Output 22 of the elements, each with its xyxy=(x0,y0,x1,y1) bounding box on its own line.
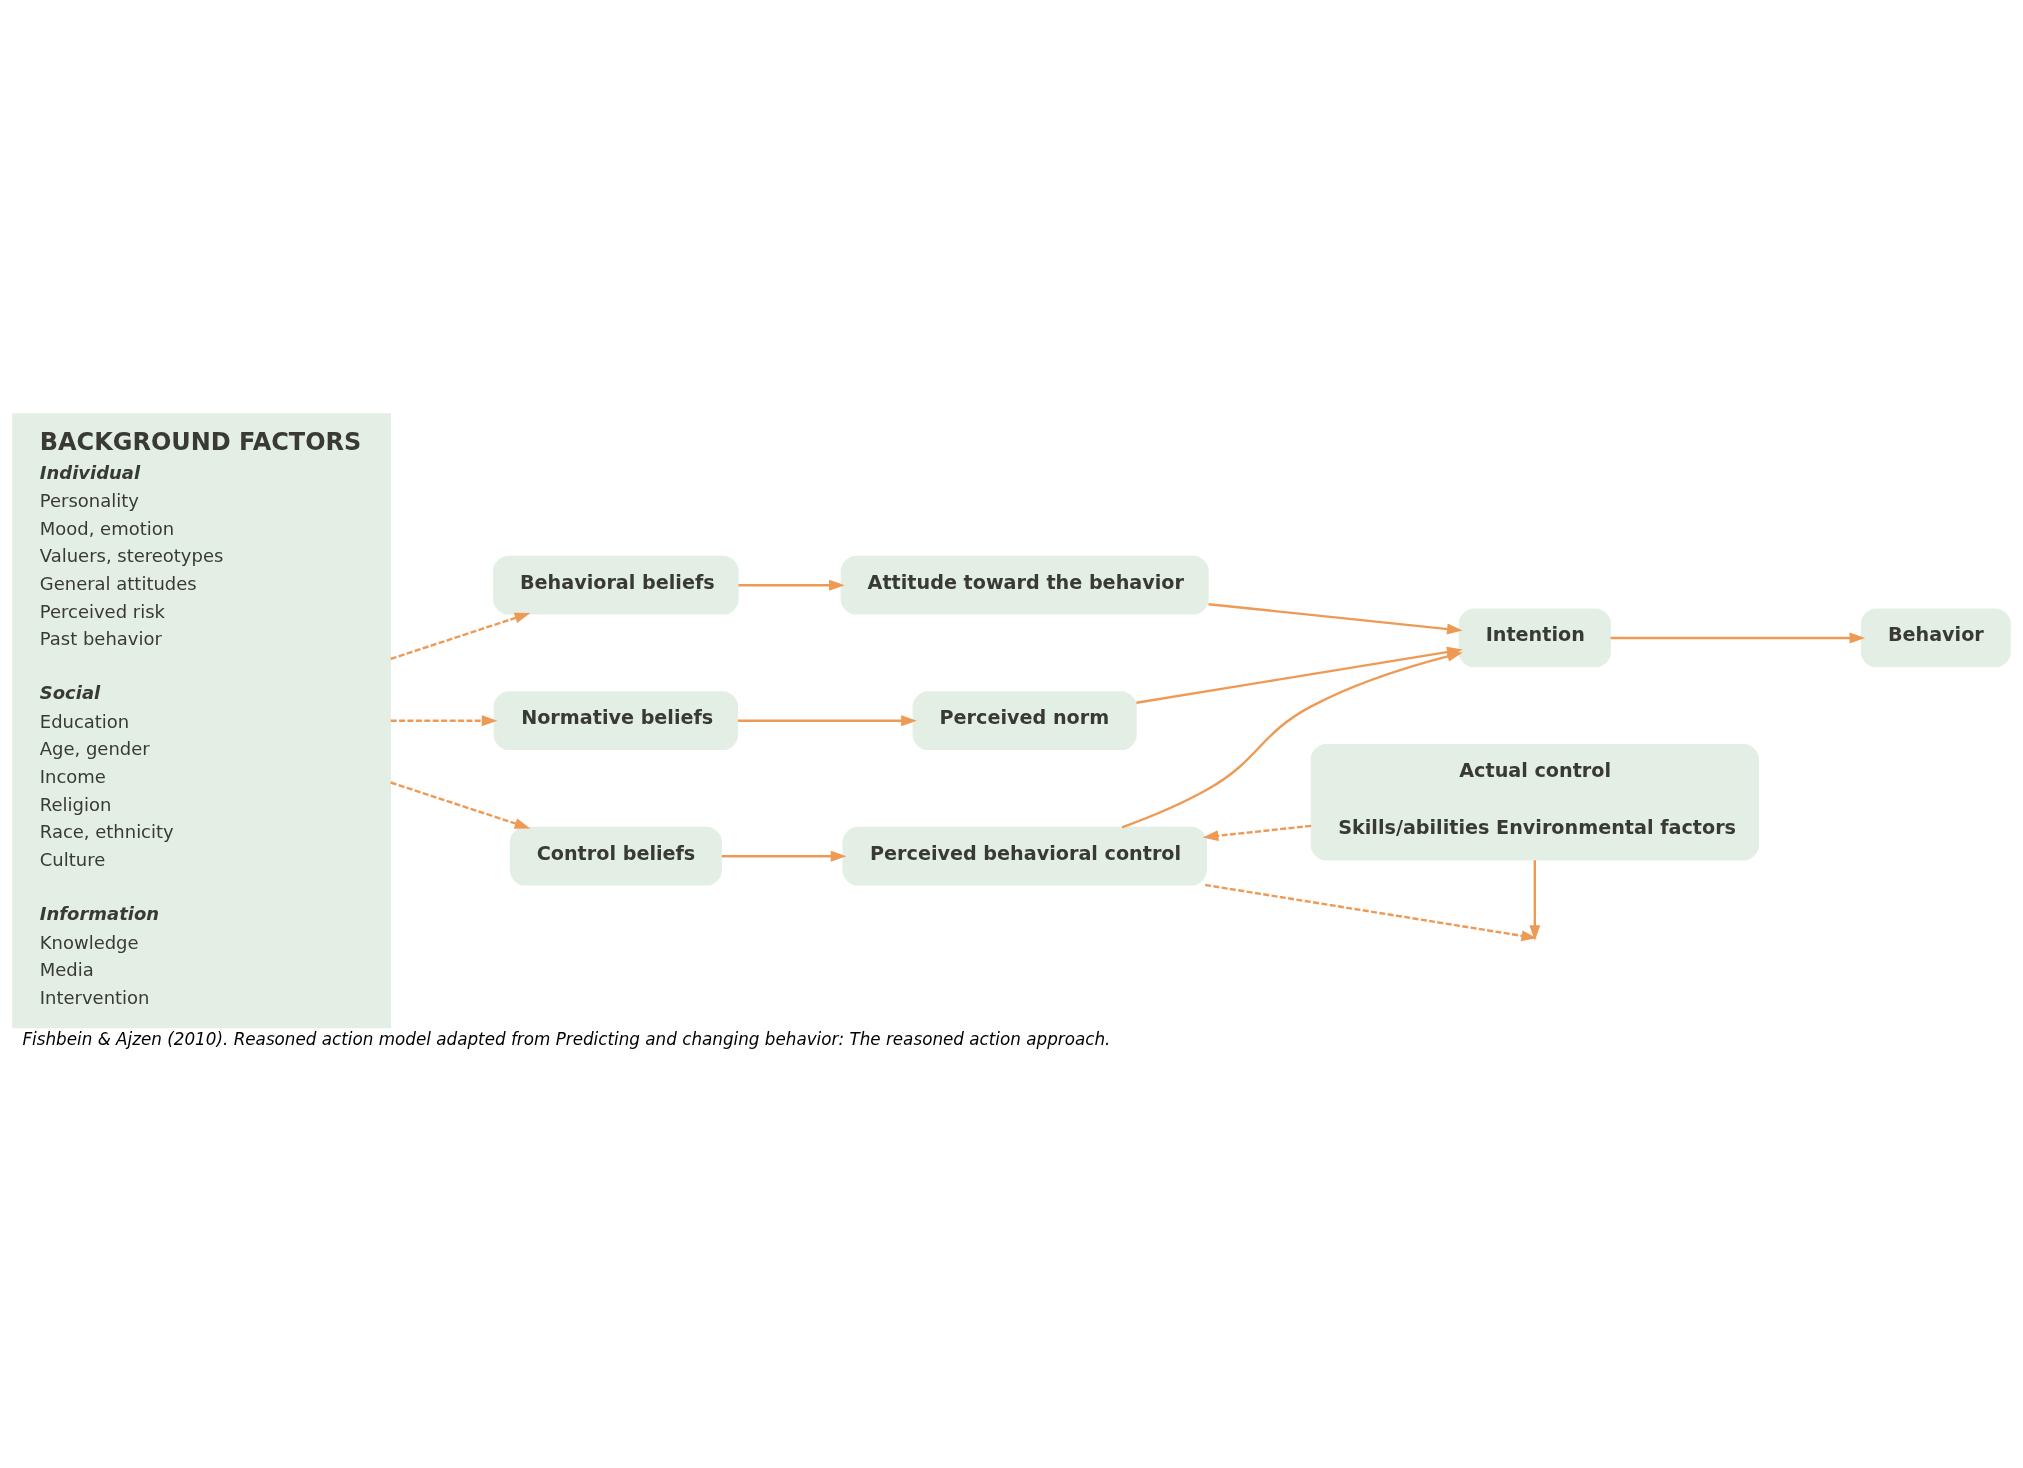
arrow xyxy=(1520,859,1541,941)
arrow xyxy=(737,714,917,726)
node-box: Attitude toward the behavior xyxy=(840,555,1209,615)
node-box: Actual control Skills/abilities Environmental factors xyxy=(1310,743,1759,860)
arrow xyxy=(1202,824,1312,841)
arrow xyxy=(738,579,845,591)
node-box: Behavior xyxy=(1860,608,2011,667)
arrow xyxy=(1610,632,1866,643)
arrow xyxy=(1208,602,1463,634)
arrow xyxy=(721,850,847,862)
node-box: Intention xyxy=(1458,608,1611,667)
arrow xyxy=(1121,650,1463,828)
node-box: Normative beliefs xyxy=(493,690,739,750)
node-box: Control beliefs xyxy=(509,826,722,886)
arrow xyxy=(390,714,498,726)
node-box: BACKGROUND FACTORS Individual Personality Mood, emotion Valuers, stereotypes General attitudes Perceived risk Past behavior Social Education Age, gender Income Religion Race, ethnicity Culture Information Knowledge Media Intervention xyxy=(12,412,392,1028)
arrow xyxy=(390,780,531,829)
node-box: Behavioral beliefs xyxy=(492,555,739,615)
arrow xyxy=(390,612,531,660)
caption: Fishbein & Ajzen (2010). Reasoned action model adapted from Predicting and changing behavior: The reasoned action approach. xyxy=(22,1028,1111,1049)
node-box: Perceived norm xyxy=(912,690,1137,750)
node-box: Perceived behavioral control xyxy=(842,826,1207,886)
